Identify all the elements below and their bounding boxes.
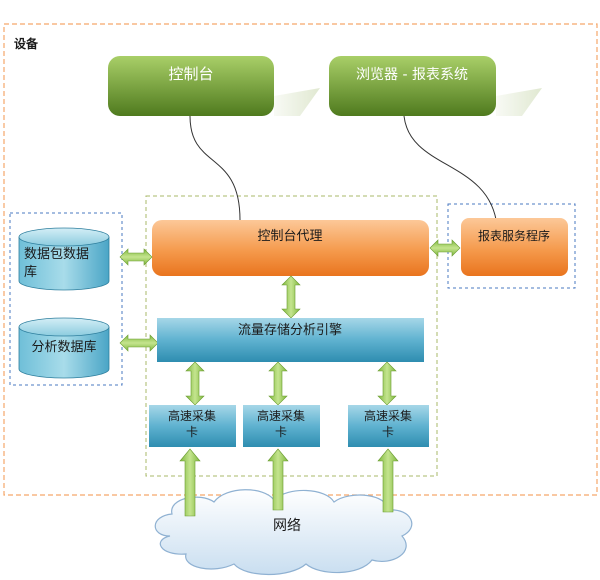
core-region <box>145 195 438 477</box>
packet-db-label-line2: 库 <box>24 264 37 280</box>
analysis-database: 分析数据库 <box>18 317 110 379</box>
engine-card1-arrow <box>185 361 205 406</box>
capture-card-1-line2: 卡 <box>186 425 198 439</box>
network-card2-arrow <box>267 448 289 511</box>
console-shadow <box>274 88 320 116</box>
browser-report-box <box>329 56 496 116</box>
database-group <box>9 212 123 386</box>
console-agent-label: 控制台代理 <box>257 229 322 244</box>
report-service-label: 报表服务程序 <box>478 228 550 243</box>
agent-report-arrow <box>429 239 461 257</box>
packet-db-label-line1: 数据包数据 <box>24 247 89 262</box>
network-card3-arrow <box>377 448 399 513</box>
network-label: 网络 <box>273 518 301 534</box>
browser-connector <box>403 115 498 227</box>
capture-card-1-line1: 高速采集 <box>168 408 216 423</box>
analysis-db-label: 分析数据库 <box>31 339 96 355</box>
capture-card-2 <box>243 405 320 447</box>
capture-card-2-line2: 卡 <box>275 425 287 439</box>
engine-label: 流量存储分析引擎 <box>238 323 342 338</box>
console-box <box>108 56 274 116</box>
packet-database: 数据包数据 库 <box>18 227 110 291</box>
device-label: 设备 <box>14 36 39 51</box>
capture-card-1 <box>149 405 236 447</box>
report-service-box <box>461 218 568 276</box>
network-card1-arrow <box>179 448 201 517</box>
browser-report-label: 浏览器 - 报表系统 <box>356 67 468 83</box>
engine-box <box>157 318 424 362</box>
agent-engine-arrow <box>281 275 301 319</box>
console-agent-box <box>152 220 429 276</box>
analysisdb-engine-arrow <box>119 334 159 352</box>
console-label: 控制台 <box>168 65 213 83</box>
capture-card-3 <box>348 405 429 447</box>
capture-card-3-line2: 卡 <box>382 425 394 439</box>
console-connector <box>189 115 241 221</box>
network-cloud: 网络 <box>154 489 413 576</box>
capture-card-3-line1: 高速采集 <box>364 408 412 423</box>
engine-card3-arrow <box>377 361 397 406</box>
engine-card2-arrow <box>268 361 288 406</box>
packetdb-agent-arrow <box>119 248 153 266</box>
capture-card-2-line1: 高速采集 <box>257 408 305 423</box>
browser-shadow <box>496 88 542 116</box>
